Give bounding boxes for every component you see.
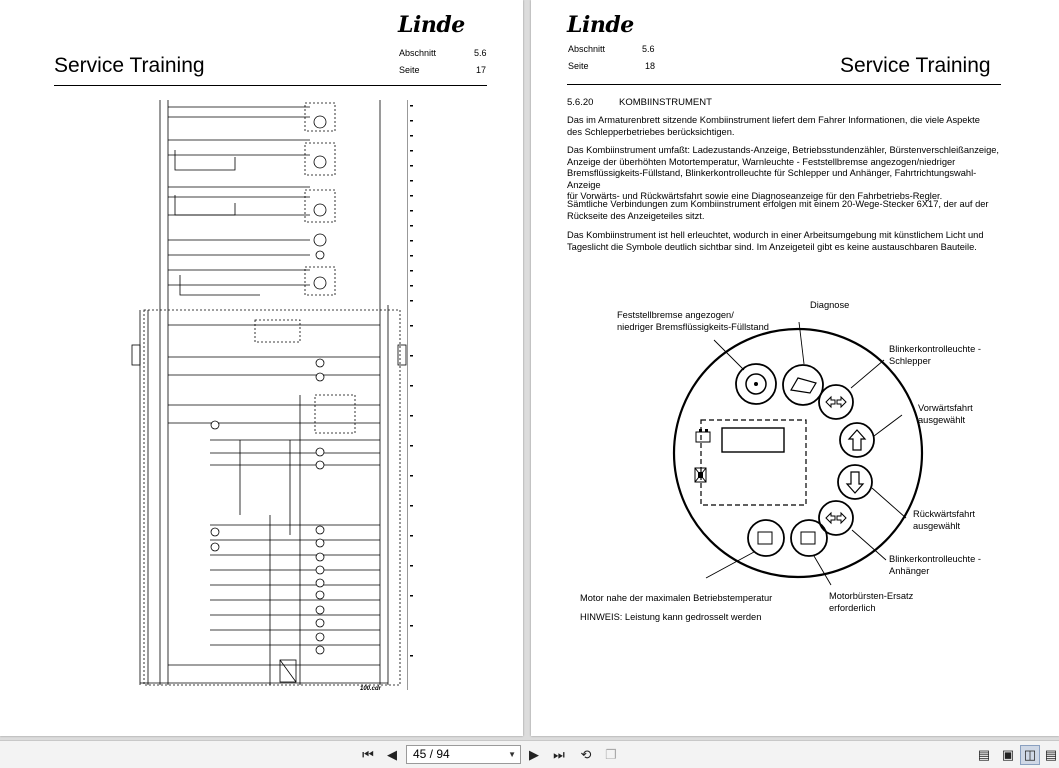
section-title: KOMBIINSTRUMENT [619,97,712,108]
page-number-input[interactable]: 45 / 94 ▼ [406,745,521,764]
seite-value: 18 [645,61,656,71]
wiring-diagram: 100.cdr [131,100,413,692]
label-forward: Vorwärtsfahrt ausgewählt [918,403,973,425]
paragraph-contents: Das Kombiinstrument umfaßt: Ladezustands… [567,145,1000,201]
viewer-toolbar: ⏮ ◀ 45 / 94 ▼ ▶ ⏭ ⟲ ❐ ▤ ▣ ◫ ▤ [0,740,1059,768]
paragraph-lighting: Das Kombiinstrument ist hell erleuchtet,… [567,230,984,252]
abschnitt-value: 5.6 [474,48,487,58]
last-page-icon[interactable]: ⏭ [553,747,565,762]
page-title: Service Training [840,54,991,77]
linde-logo: Linde [398,12,465,38]
two-page-view-icon[interactable]: ▣ [1001,747,1015,762]
page-17: Linde Abschnitt 5.6 Seite 17 Service Tra… [0,0,523,736]
copy-icon[interactable]: ❐ [605,747,617,762]
label-blinker-trailer: Blinkerkontrolleuchte - Anhänger [889,554,981,576]
label-motor-temperature: Motor nahe der maximalen Betriebstempera… [580,593,773,603]
paragraph-intro: Das im Armaturenbrett sitzende Kombiinst… [567,115,980,137]
label-hinweis: HINWEIS: Leistung kann gedrosselt werden [580,612,762,622]
abschnitt-label: Abschnitt [568,44,606,54]
prev-page-icon[interactable]: ◀ [387,747,397,762]
chevron-down-icon[interactable]: ▼ [508,750,516,759]
seite-label: Seite [399,65,420,75]
label-reverse: Rückwärtsfahrt ausgewählt [913,509,975,531]
instrument-cluster-diagram [672,321,924,586]
document-viewer: Linde Abschnitt 5.6 Seite 17 Service Tra… [0,0,1059,740]
page-indicator: 45 / 94 [413,747,450,761]
label-brushes: Motorbürsten-Ersatz erforderlich [829,591,914,613]
rotate-icon[interactable]: ⟲ [580,747,592,762]
seite-label: Seite [568,61,589,71]
page-title: Service Training [54,54,205,77]
label-blinker-tractor: Blinkerkontrolleuchte - Schlepper [889,344,981,366]
label-diagnose: Diagnose [810,300,850,310]
two-page-active-view-icon[interactable]: ◫ [1020,745,1040,765]
first-page-icon[interactable]: ⏮ [362,747,374,762]
section-number: 5.6.20 [567,97,594,108]
seite-value: 17 [476,65,487,75]
paragraph-connections: Sämtliche Verbindungen zum Kombiinstrume… [567,199,989,221]
header-rule [567,84,1001,85]
next-page-icon[interactable]: ▶ [529,747,539,762]
diagram-reference: 100.cdr [360,686,382,692]
abschnitt-label: Abschnitt [399,48,437,58]
label-brake-warning: Feststellbremse angezogen/ niedriger Bre… [617,310,769,332]
page-18: Linde Abschnitt 5.6 Seite 18 Service Tra… [531,0,1059,736]
linde-logo: Linde [567,12,634,38]
abschnitt-value: 5.6 [642,44,655,54]
single-page-view-icon[interactable]: ▤ [977,747,991,762]
header-rule [54,85,487,86]
scroll-view-icon[interactable]: ▤ [1044,747,1058,762]
